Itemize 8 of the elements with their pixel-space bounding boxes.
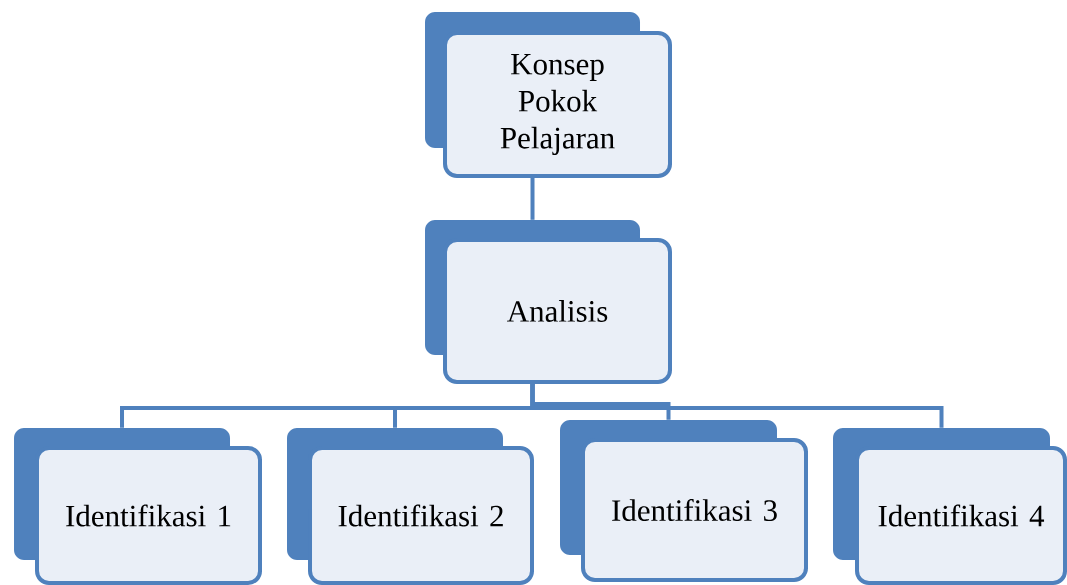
process-box: Identifikasi 4: [833, 428, 1067, 585]
connector-line: [530, 178, 535, 220]
connector-line: [530, 384, 944, 428]
process-box: Identifikasi 1: [14, 428, 262, 585]
process-box: Identifikasi 3: [560, 420, 808, 582]
process-box: Identifikasi 2: [287, 428, 534, 585]
process-box: Analisis: [425, 220, 672, 384]
process-box: Konsep Pokok Pelajaran: [425, 12, 672, 178]
